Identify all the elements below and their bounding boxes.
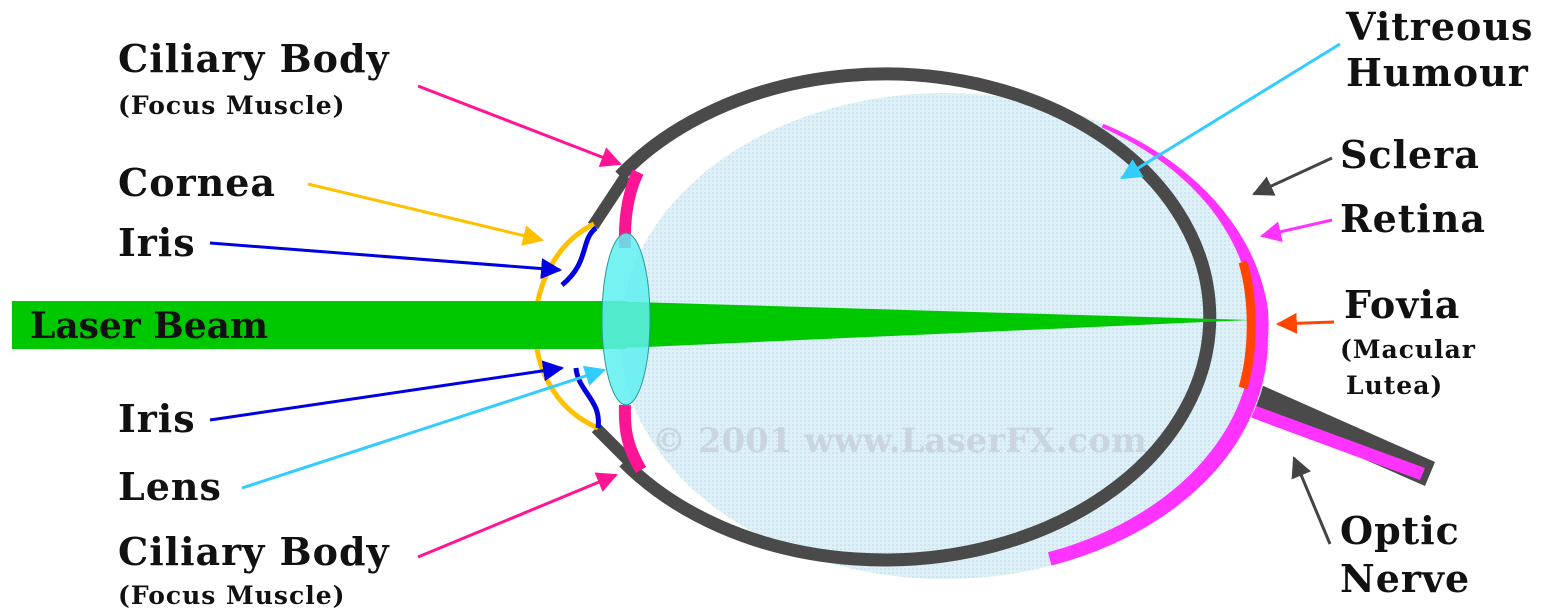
- label-fovia-sub1: (Macular: [1340, 335, 1476, 364]
- label-lens: Lens: [118, 464, 222, 509]
- label-laser-beam: Laser Beam: [30, 305, 268, 347]
- label-retina: Retina: [1340, 196, 1486, 241]
- label-iris-bottom: Iris: [118, 396, 196, 441]
- label-ciliary-body-bottom: Ciliary Body: [118, 529, 390, 574]
- pointer-iris-top: [210, 243, 560, 270]
- pointer-fovia: [1278, 322, 1334, 324]
- label-vitreous-line2: Humour: [1346, 50, 1529, 95]
- pointer-retina: [1262, 220, 1332, 236]
- label-vitreous-line1: Vitreous: [1345, 4, 1533, 49]
- lens-shape: [602, 233, 650, 405]
- label-ciliary-body-top: Ciliary Body: [118, 36, 390, 81]
- pointer-optic-nerve: [1294, 458, 1330, 544]
- pointer-iris-bottom: [210, 368, 562, 420]
- label-ciliary-body-top-sub: (Focus Muscle): [118, 91, 345, 120]
- pointer-ciliary-bottom: [418, 475, 616, 557]
- label-optic-line1: Optic: [1340, 508, 1460, 553]
- pointer-ciliary-top: [418, 86, 620, 164]
- label-sclera: Sclera: [1340, 132, 1480, 177]
- label-optic-line2: Nerve: [1340, 556, 1470, 601]
- label-iris-top: Iris: [118, 220, 196, 265]
- watermark: © 2001 www.LaserFX.com: [652, 421, 1147, 461]
- pointer-vitreous: [1122, 44, 1340, 178]
- label-fovia-sub2: Lutea): [1346, 371, 1443, 400]
- pointer-cornea: [308, 184, 542, 240]
- label-ciliary-body-bottom-sub: (Focus Muscle): [118, 581, 345, 610]
- label-cornea: Cornea: [118, 160, 276, 205]
- label-fovia: Fovia: [1344, 282, 1460, 327]
- pointer-sclera: [1254, 158, 1332, 194]
- iris-top-shape: [562, 228, 596, 285]
